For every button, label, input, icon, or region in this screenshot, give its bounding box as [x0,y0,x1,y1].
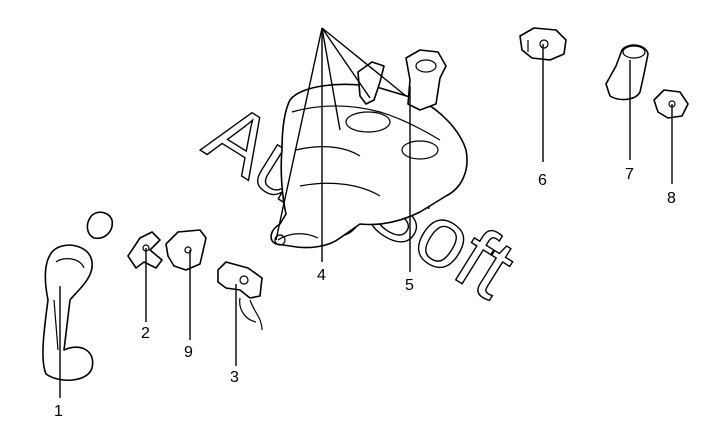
part-2-clip [127,231,163,269]
callout-labels: 1 2 3 4 5 6 7 8 9 [54,166,676,420]
part-tank [270,83,468,249]
part-3-bracket [217,261,263,331]
part-7-sensor [605,44,649,101]
callout-1: 1 [54,403,63,420]
callout-9: 9 [184,344,193,361]
leader-4-a [275,27,323,241]
leader-lines [59,27,673,398]
leader-4-c [321,27,371,99]
part-5-filler-neck [405,49,447,111]
leader-4-d [321,27,407,97]
callout-8: 8 [667,190,676,207]
callout-2: 2 [141,325,150,342]
callout-3: 3 [230,369,239,386]
callout-4: 4 [317,267,326,284]
callout-6: 6 [538,172,547,189]
callout-7: 7 [625,166,634,183]
part-9-gasket [165,229,207,271]
part-1-cap [86,211,114,240]
callout-5: 5 [405,277,414,294]
part-1-bracket [42,244,94,381]
part-8-valve [653,89,689,119]
leader-4-b [321,27,341,131]
